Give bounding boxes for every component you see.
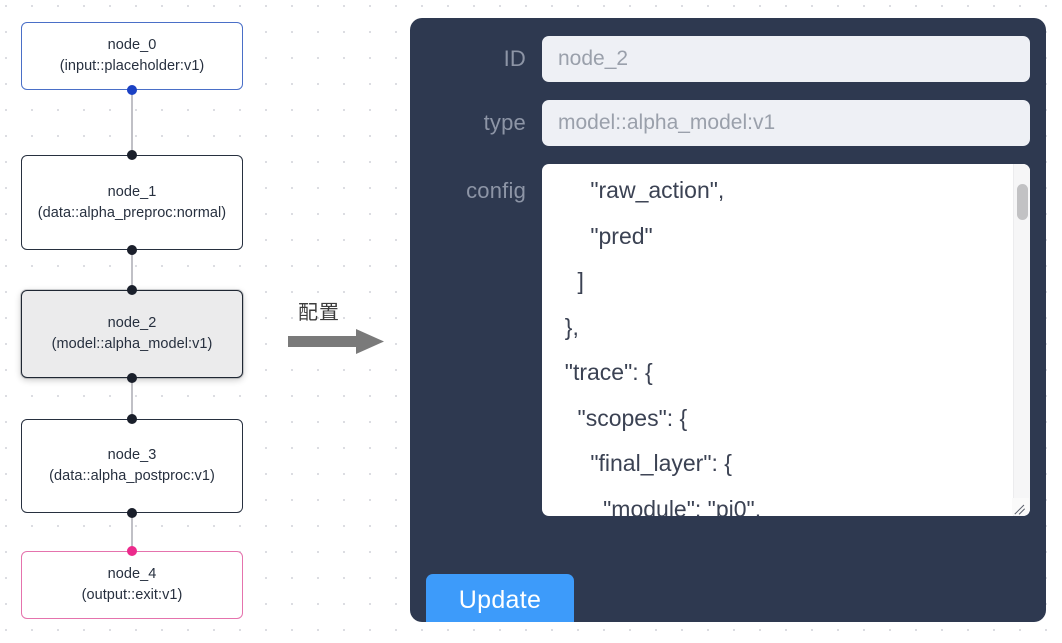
node-subtitle: (output::exit:v1) [81, 587, 183, 603]
graph-node-node_2[interactable]: node_2 (model::alpha_model:v1) [21, 290, 243, 378]
config-textarea-content[interactable]: "raw_action", "pred" ] }, "trace": { "sc… [564, 177, 762, 516]
config-field-label: config [466, 178, 526, 203]
node-subtitle: (data::alpha_preproc:normal) [37, 204, 227, 221]
annotation-label: 配置 [298, 300, 340, 324]
node_4-target-handle[interactable] [127, 546, 137, 556]
config-textarea-scrollbar[interactable] [1013, 164, 1030, 516]
node-title: node_0 [107, 37, 157, 54]
resize-handle-icon[interactable] [1012, 498, 1029, 515]
graph-canvas[interactable]: node_0 (input::placeholder:v1) node_1 (d… [0, 0, 400, 643]
id-input[interactable]: node_2 [542, 36, 1030, 82]
graph-node-node_3[interactable]: node_3 (data::alpha_postproc:v1) [21, 419, 243, 513]
graph-node-node_1[interactable]: node_1 (data::alpha_preproc:normal) [21, 155, 243, 250]
field-row-id: ID node_2 [426, 36, 1030, 82]
node_2-source-handle[interactable] [127, 373, 137, 383]
node-subtitle: (data::alpha_postproc:v1) [49, 468, 215, 484]
node_2-target-handle[interactable] [127, 285, 137, 295]
node_0-source-handle[interactable] [127, 85, 137, 95]
node_1-source-handle[interactable] [127, 245, 137, 255]
update-button[interactable]: Update [426, 574, 574, 622]
node_3-target-handle[interactable] [127, 414, 137, 424]
graph-node-node_0[interactable]: node_0 (input::placeholder:v1) [21, 22, 243, 90]
scrollbar-thumb[interactable] [1017, 184, 1028, 220]
node-subtitle: (input::placeholder:v1) [59, 58, 205, 74]
type-input[interactable]: model::alpha_model:v1 [542, 100, 1030, 146]
node-config-panel: ID node_2 type model::alpha_model:v1 con… [410, 18, 1046, 622]
right-arrow-icon [288, 329, 384, 354]
node-title: node_3 [107, 447, 157, 464]
flow-annotation: 配置 [288, 296, 396, 364]
field-row-config: config "raw_action", "pred" ] }, "trace"… [426, 164, 1030, 516]
node-subtitle: (model::alpha_model:v1) [51, 336, 213, 352]
config-textarea[interactable]: "raw_action", "pred" ] }, "trace": { "sc… [542, 164, 1030, 516]
node_3-source-handle[interactable] [127, 508, 137, 518]
field-row-type: type model::alpha_model:v1 [426, 100, 1030, 146]
node-title: node_2 [107, 315, 157, 332]
type-field-label: type [483, 110, 526, 135]
node_1-target-handle[interactable] [127, 150, 137, 160]
node-title: node_1 [107, 183, 157, 200]
node-title: node_4 [107, 566, 157, 583]
id-field-label: ID [503, 46, 526, 71]
graph-node-node_4[interactable]: node_4 (output::exit:v1) [21, 551, 243, 619]
